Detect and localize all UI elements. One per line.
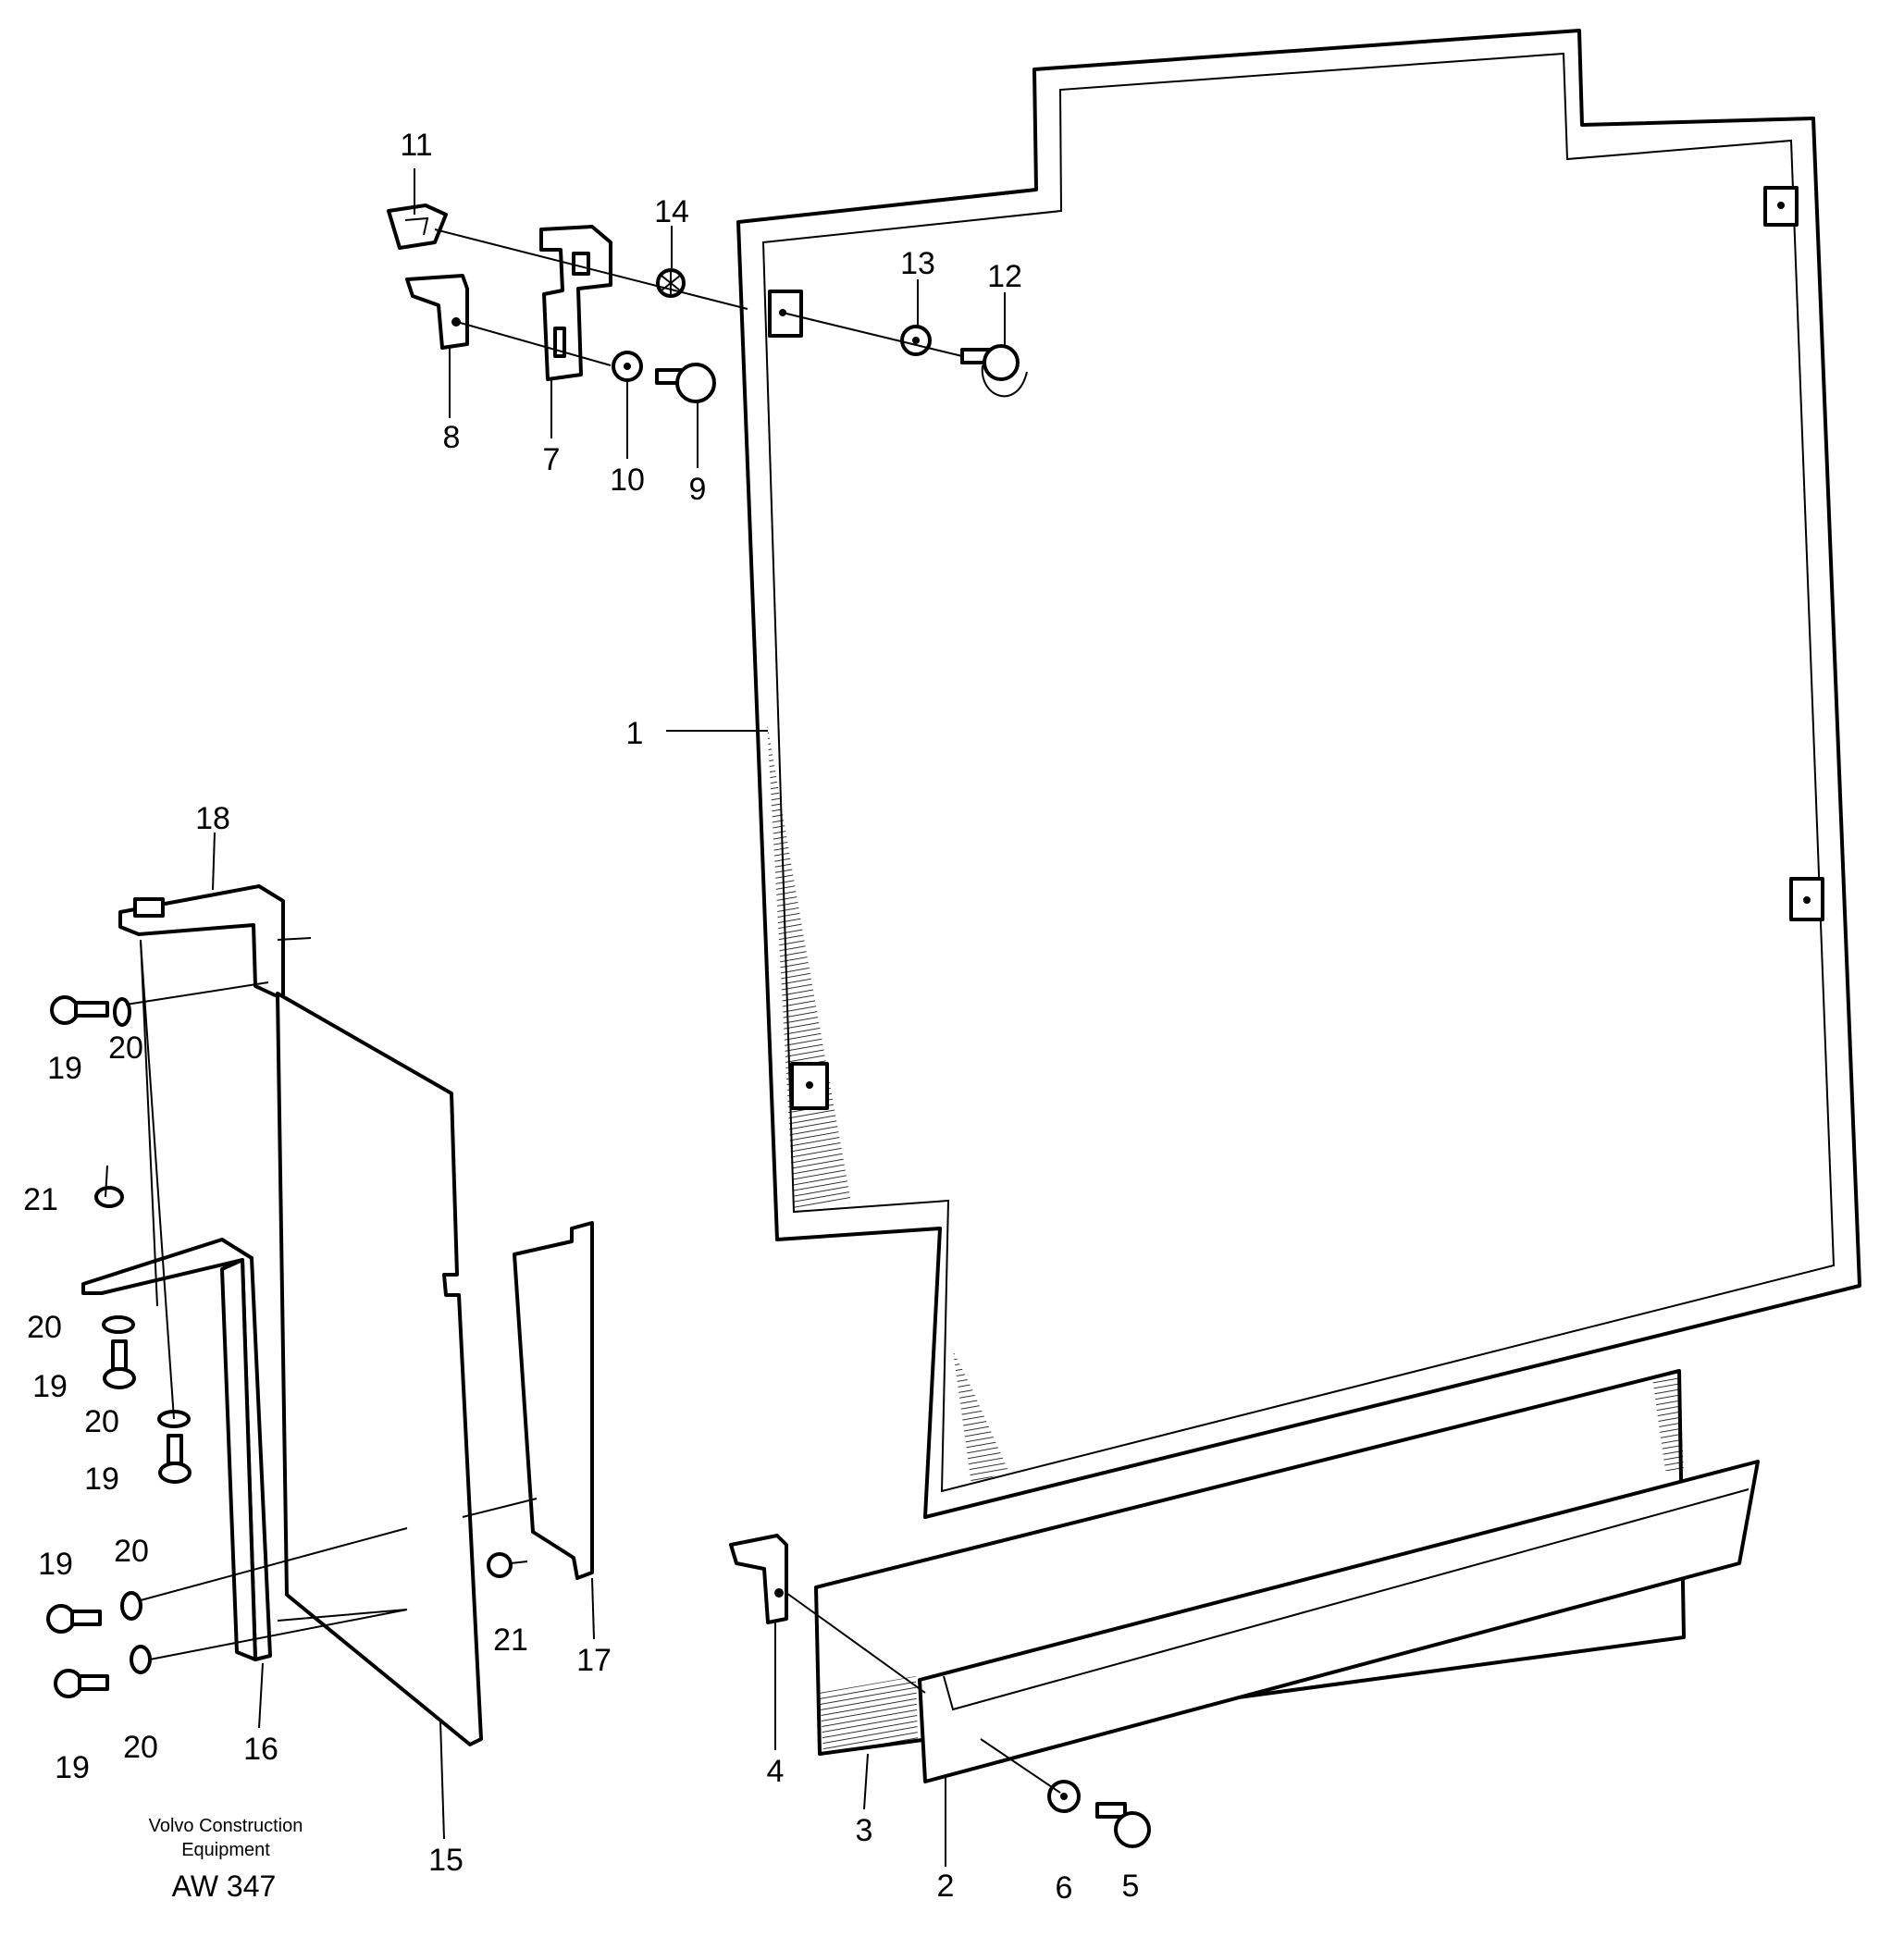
callout-labels: 1 2 3 4 5 6 7 8 9 10 11 12 13 14 15 16 1… bbox=[23, 128, 1139, 1906]
bracket-part-7 bbox=[539, 225, 612, 381]
callout-8: 8 bbox=[443, 420, 461, 455]
callout-12: 12 bbox=[987, 259, 1022, 294]
washer-part-10 bbox=[612, 351, 643, 382]
callout-19-a: 19 bbox=[47, 1051, 82, 1086]
credit-line-1: Volvo Construction bbox=[149, 1816, 303, 1836]
clip-part-11 bbox=[387, 204, 448, 250]
callout-18: 18 bbox=[195, 801, 230, 836]
callout-19-e: 19 bbox=[55, 1750, 90, 1785]
callout-19-c: 19 bbox=[84, 1462, 119, 1497]
washer-part-20-d bbox=[120, 1591, 142, 1621]
callout-7: 7 bbox=[543, 442, 561, 477]
bolt-part-19-a bbox=[50, 995, 109, 1025]
callout-10: 10 bbox=[610, 463, 645, 498]
callout-4: 4 bbox=[767, 1754, 785, 1789]
callout-5: 5 bbox=[1122, 1869, 1140, 1904]
bolt-part-9 bbox=[655, 363, 716, 403]
bolt-part-5 bbox=[1095, 1802, 1151, 1848]
bolt-part-19-d bbox=[46, 1604, 102, 1634]
callout-20-d: 20 bbox=[114, 1534, 149, 1569]
bracket-part-8 bbox=[405, 274, 469, 350]
callout-1: 1 bbox=[626, 716, 644, 751]
callout-20-e: 20 bbox=[123, 1730, 158, 1765]
callout-13: 13 bbox=[900, 246, 935, 281]
credit-block: Volvo Construction Equipment AW 347 bbox=[149, 1816, 303, 1903]
washer-part-14 bbox=[656, 268, 686, 298]
washer-part-6 bbox=[1047, 1780, 1081, 1813]
callout-21-a: 21 bbox=[23, 1182, 58, 1217]
callout-17: 17 bbox=[576, 1643, 612, 1678]
callout-11: 11 bbox=[400, 128, 432, 163]
callout-15: 15 bbox=[428, 1843, 464, 1878]
bracket-part-16 bbox=[81, 1238, 272, 1661]
washer-part-13 bbox=[900, 325, 932, 356]
clip-part-4 bbox=[729, 1534, 788, 1624]
bolt-part-19-c bbox=[158, 1434, 192, 1484]
callout-19-b: 19 bbox=[32, 1369, 68, 1404]
callout-20-c: 20 bbox=[84, 1404, 119, 1439]
callout-20-a: 20 bbox=[108, 1030, 143, 1066]
drawing-code: AW 347 bbox=[172, 1869, 277, 1903]
washer-part-20-a bbox=[113, 997, 131, 1027]
callout-16: 16 bbox=[243, 1732, 278, 1767]
plate-part-15 bbox=[276, 992, 483, 1746]
lock-pin-part-12 bbox=[960, 344, 1028, 398]
bolt-part-19-e bbox=[54, 1669, 109, 1698]
callout-19-d: 19 bbox=[38, 1547, 73, 1582]
bolt-part-19-b bbox=[103, 1339, 136, 1389]
credit-line-2: Equipment bbox=[181, 1840, 270, 1860]
bracket-part-18 bbox=[118, 884, 285, 1001]
nut-part-21-b bbox=[487, 1552, 513, 1578]
callout-9: 9 bbox=[689, 472, 707, 507]
callout-3: 3 bbox=[856, 1813, 873, 1848]
bracket-part-17 bbox=[513, 1221, 594, 1580]
washer-part-20-e bbox=[130, 1645, 152, 1674]
callout-14: 14 bbox=[654, 194, 689, 229]
callout-21-b: 21 bbox=[493, 1622, 528, 1658]
callout-20-b: 20 bbox=[27, 1310, 62, 1345]
washer-part-20-b bbox=[102, 1315, 135, 1334]
callout-6: 6 bbox=[1056, 1870, 1073, 1906]
nut-part-21-a bbox=[94, 1186, 124, 1208]
callout-leaders bbox=[212, 168, 1006, 1867]
assembly-axes bbox=[105, 228, 1061, 1794]
window-frame-part-1 bbox=[736, 29, 1861, 1519]
strip-part-2 bbox=[918, 1460, 1760, 1783]
callout-2: 2 bbox=[937, 1869, 955, 1904]
